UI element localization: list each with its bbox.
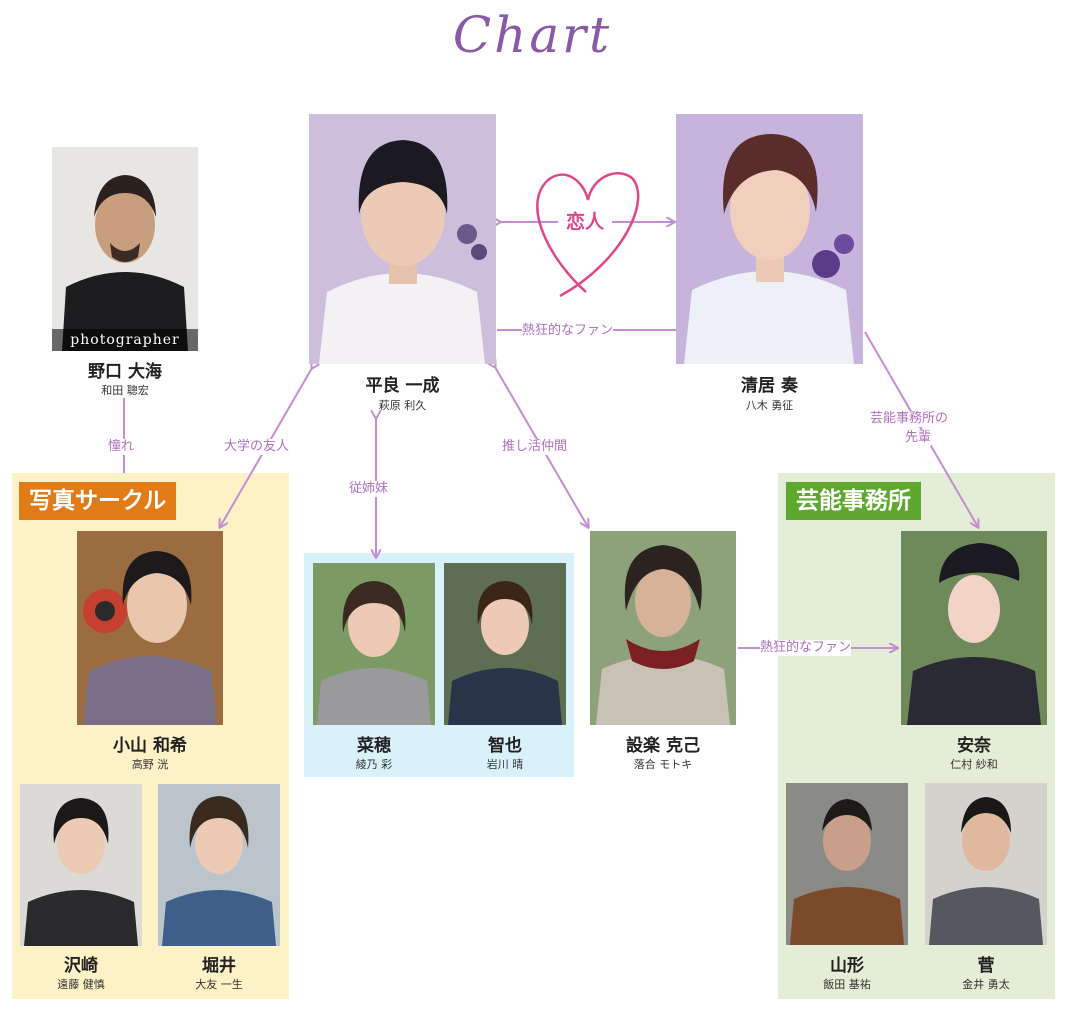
shitara-actor: 落合 モトキ — [633, 758, 693, 771]
heart-shape — [536, 172, 640, 298]
senpai-label-line1: 芸能事務所の — [870, 411, 949, 427]
yamagata-name: 山形 — [830, 956, 864, 976]
fan-label-2: 熱狂的なファン — [760, 640, 852, 656]
naho-name: 菜穂 — [357, 736, 391, 756]
yamagata-photo — [786, 783, 908, 945]
tomoya-actor: 岩川 晴 — [486, 758, 524, 771]
sawazaki-photo — [20, 784, 142, 946]
college-friends-label: 大学の友人 — [224, 439, 290, 455]
anna-actor: 仁村 紗和 — [950, 758, 998, 771]
koyama-actor: 高野 洸 — [131, 758, 169, 771]
suga-actor: 金井 勇太 — [962, 978, 1010, 991]
noguchi-name: 野口 大海 — [88, 362, 162, 382]
senpai-line — [864, 331, 978, 527]
suga-name: 菅 — [977, 956, 995, 976]
tomoya-photo — [444, 563, 566, 725]
anna-name: 安奈 — [957, 736, 991, 756]
hira-actor: 萩原 利久 — [378, 399, 427, 412]
yamagata-actor: 飯田 基祐 — [823, 978, 871, 991]
noguchi-photo: photographer — [52, 147, 198, 351]
horii-name: 堀井 — [202, 956, 236, 976]
hira-name: 平良 一成 — [365, 376, 440, 396]
photo-circle-label: 写真サークル — [19, 482, 177, 520]
cousin-label: 従姉妹 — [349, 481, 389, 497]
anna-photo — [901, 531, 1047, 725]
sawazaki-actor: 遠藤 健慎 — [57, 978, 105, 991]
kiyoi-photo — [676, 114, 863, 364]
naho-photo — [313, 563, 435, 725]
koyama-name: 小山 和希 — [113, 736, 187, 756]
shitara-photo — [590, 531, 736, 725]
fan-label-1: 熱狂的なファン — [522, 323, 614, 339]
tomoya-name: 智也 — [488, 736, 522, 756]
naho-actor: 綾乃 彩 — [355, 758, 393, 771]
horii-photo — [158, 784, 280, 946]
suga-photo — [925, 783, 1047, 945]
kiyoi-name: 清居 奏 — [741, 376, 798, 396]
kiyoi-actor: 八木 勇征 — [745, 399, 794, 412]
noguchi-actor: 和田 聰宏 — [101, 384, 149, 397]
chart-title: Chart — [452, 6, 613, 64]
admire-label: 憧れ — [108, 439, 135, 455]
hira-photo — [309, 114, 496, 364]
oshi-katsu-label: 推し活仲間 — [502, 439, 568, 455]
noguchi-caption: photographer — [52, 329, 198, 351]
koyama-photo — [77, 531, 223, 725]
shitara-name: 設楽 克己 — [626, 736, 700, 756]
sawazaki-name: 沢崎 — [64, 956, 98, 976]
lovers-label: 恋人 — [558, 207, 612, 234]
horii-actor: 大友 一生 — [195, 978, 243, 991]
senpai-label-line2: 先輩 — [905, 430, 932, 446]
agency-label: 芸能事務所 — [786, 482, 921, 520]
